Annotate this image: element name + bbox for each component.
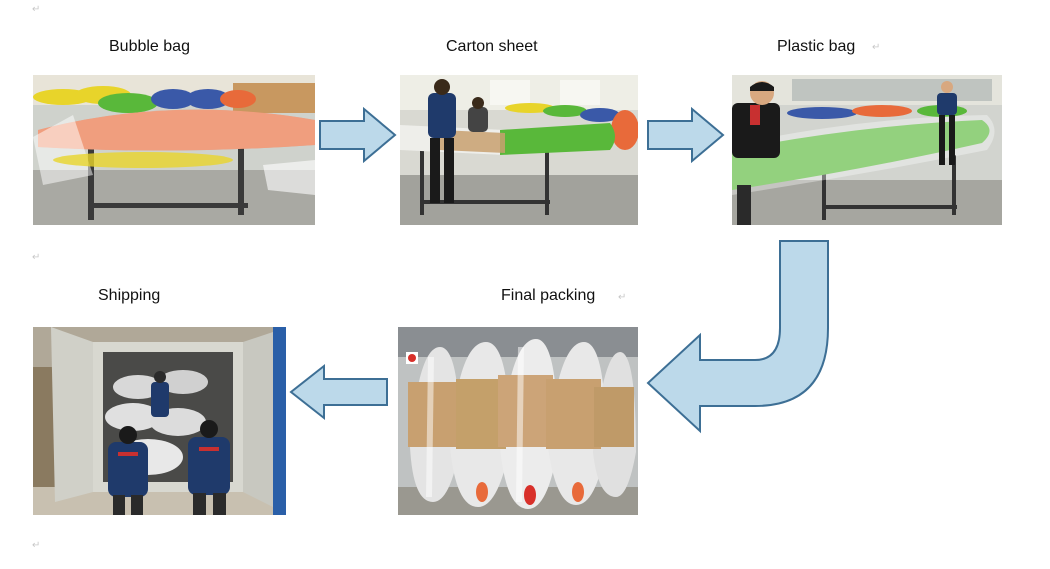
paragraph-mark: ↵: [32, 4, 41, 15]
step-label-shipping: Shipping: [98, 287, 161, 304]
paragraph-mark: ↵: [32, 252, 41, 263]
arrow-right-icon: [646, 107, 726, 163]
arrow-down-left-icon: [645, 238, 835, 436]
photo-bubble-bag: [33, 75, 315, 225]
paragraph-mark: ↵: [872, 42, 881, 53]
arrow-right-icon: [318, 107, 398, 163]
photo-carton-sheet: [400, 75, 638, 225]
step-label-final-packing: Final packing: [501, 287, 596, 304]
photo-final-packing: [398, 327, 638, 515]
step-label-bubble-bag: Bubble bag: [109, 38, 190, 55]
photo-shipping: [33, 327, 286, 515]
step-label-plastic-bag: Plastic bag: [777, 38, 856, 55]
paragraph-mark: ↵: [32, 540, 41, 551]
paragraph-mark: ↵: [618, 292, 627, 303]
step-label-carton-sheet: Carton sheet: [446, 38, 538, 55]
arrow-left-icon: [288, 363, 390, 421]
photo-plastic-bag: [732, 75, 1002, 225]
